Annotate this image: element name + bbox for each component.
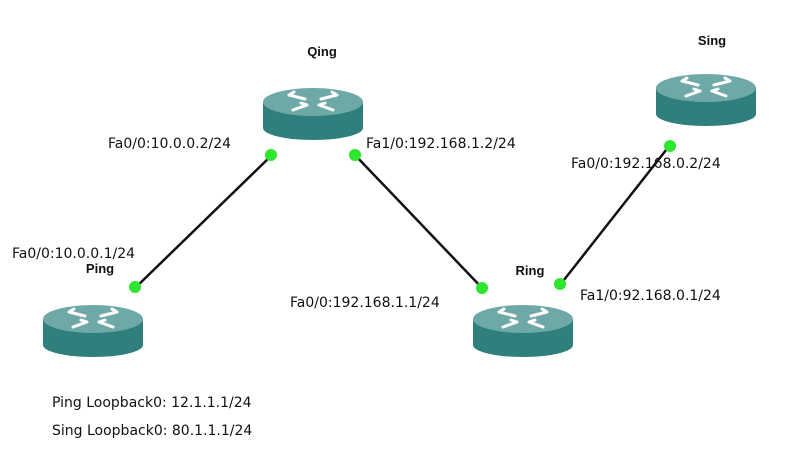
link-qing-ring [354, 154, 485, 291]
iface-label-ring-fa10: Fa1/0:92.168.0.1/24 [580, 288, 721, 304]
port-dot-ping-fa00 [129, 281, 141, 293]
iface-label-qing-fa10: Fa1/0:192.168.1.2/24 [366, 136, 516, 152]
port-dot-qing-fa00 [265, 149, 277, 161]
port-dot-qing-fa10 [349, 149, 361, 161]
router-label-qing: Qing [307, 44, 337, 59]
iface-label-ring-fa00: Fa0/0:192.168.1.1/24 [290, 295, 440, 311]
link-ring-sing [559, 144, 671, 286]
router-label-sing: Sing [698, 33, 726, 48]
port-dot-ring-fa00 [476, 282, 488, 294]
port-dot-sing-fa00 [664, 140, 676, 152]
iface-label-sing-fa00: Fa0/0:192.168.0.2/24 [571, 156, 721, 172]
router-icon [43, 303, 143, 358]
router-ping[interactable]: Ping [43, 261, 143, 358]
link-ping-qing [132, 154, 273, 291]
router-label-ping: Ping [86, 261, 114, 276]
iface-label-ping-fa00: Fa0/0:10.0.0.1/24 [12, 246, 135, 262]
router-icon [656, 72, 756, 126]
iface-label-qing-fa00: Fa0/0:10.0.0.2/24 [108, 136, 231, 152]
ping-loopback-note: Ping Loopback0: 12.1.1.1/24 [52, 395, 252, 411]
router-sing[interactable]: Sing [656, 33, 756, 126]
router-ring[interactable]: Ring [473, 263, 573, 358]
router-label-ring: Ring [516, 263, 545, 278]
router-icon [473, 303, 573, 358]
router-icon [263, 86, 363, 140]
router-qing[interactable]: Qing [263, 44, 363, 140]
sing-loopback-note: Sing Loopback0: 80.1.1.1/24 [52, 423, 253, 439]
port-dot-ring-fa10 [554, 278, 566, 290]
